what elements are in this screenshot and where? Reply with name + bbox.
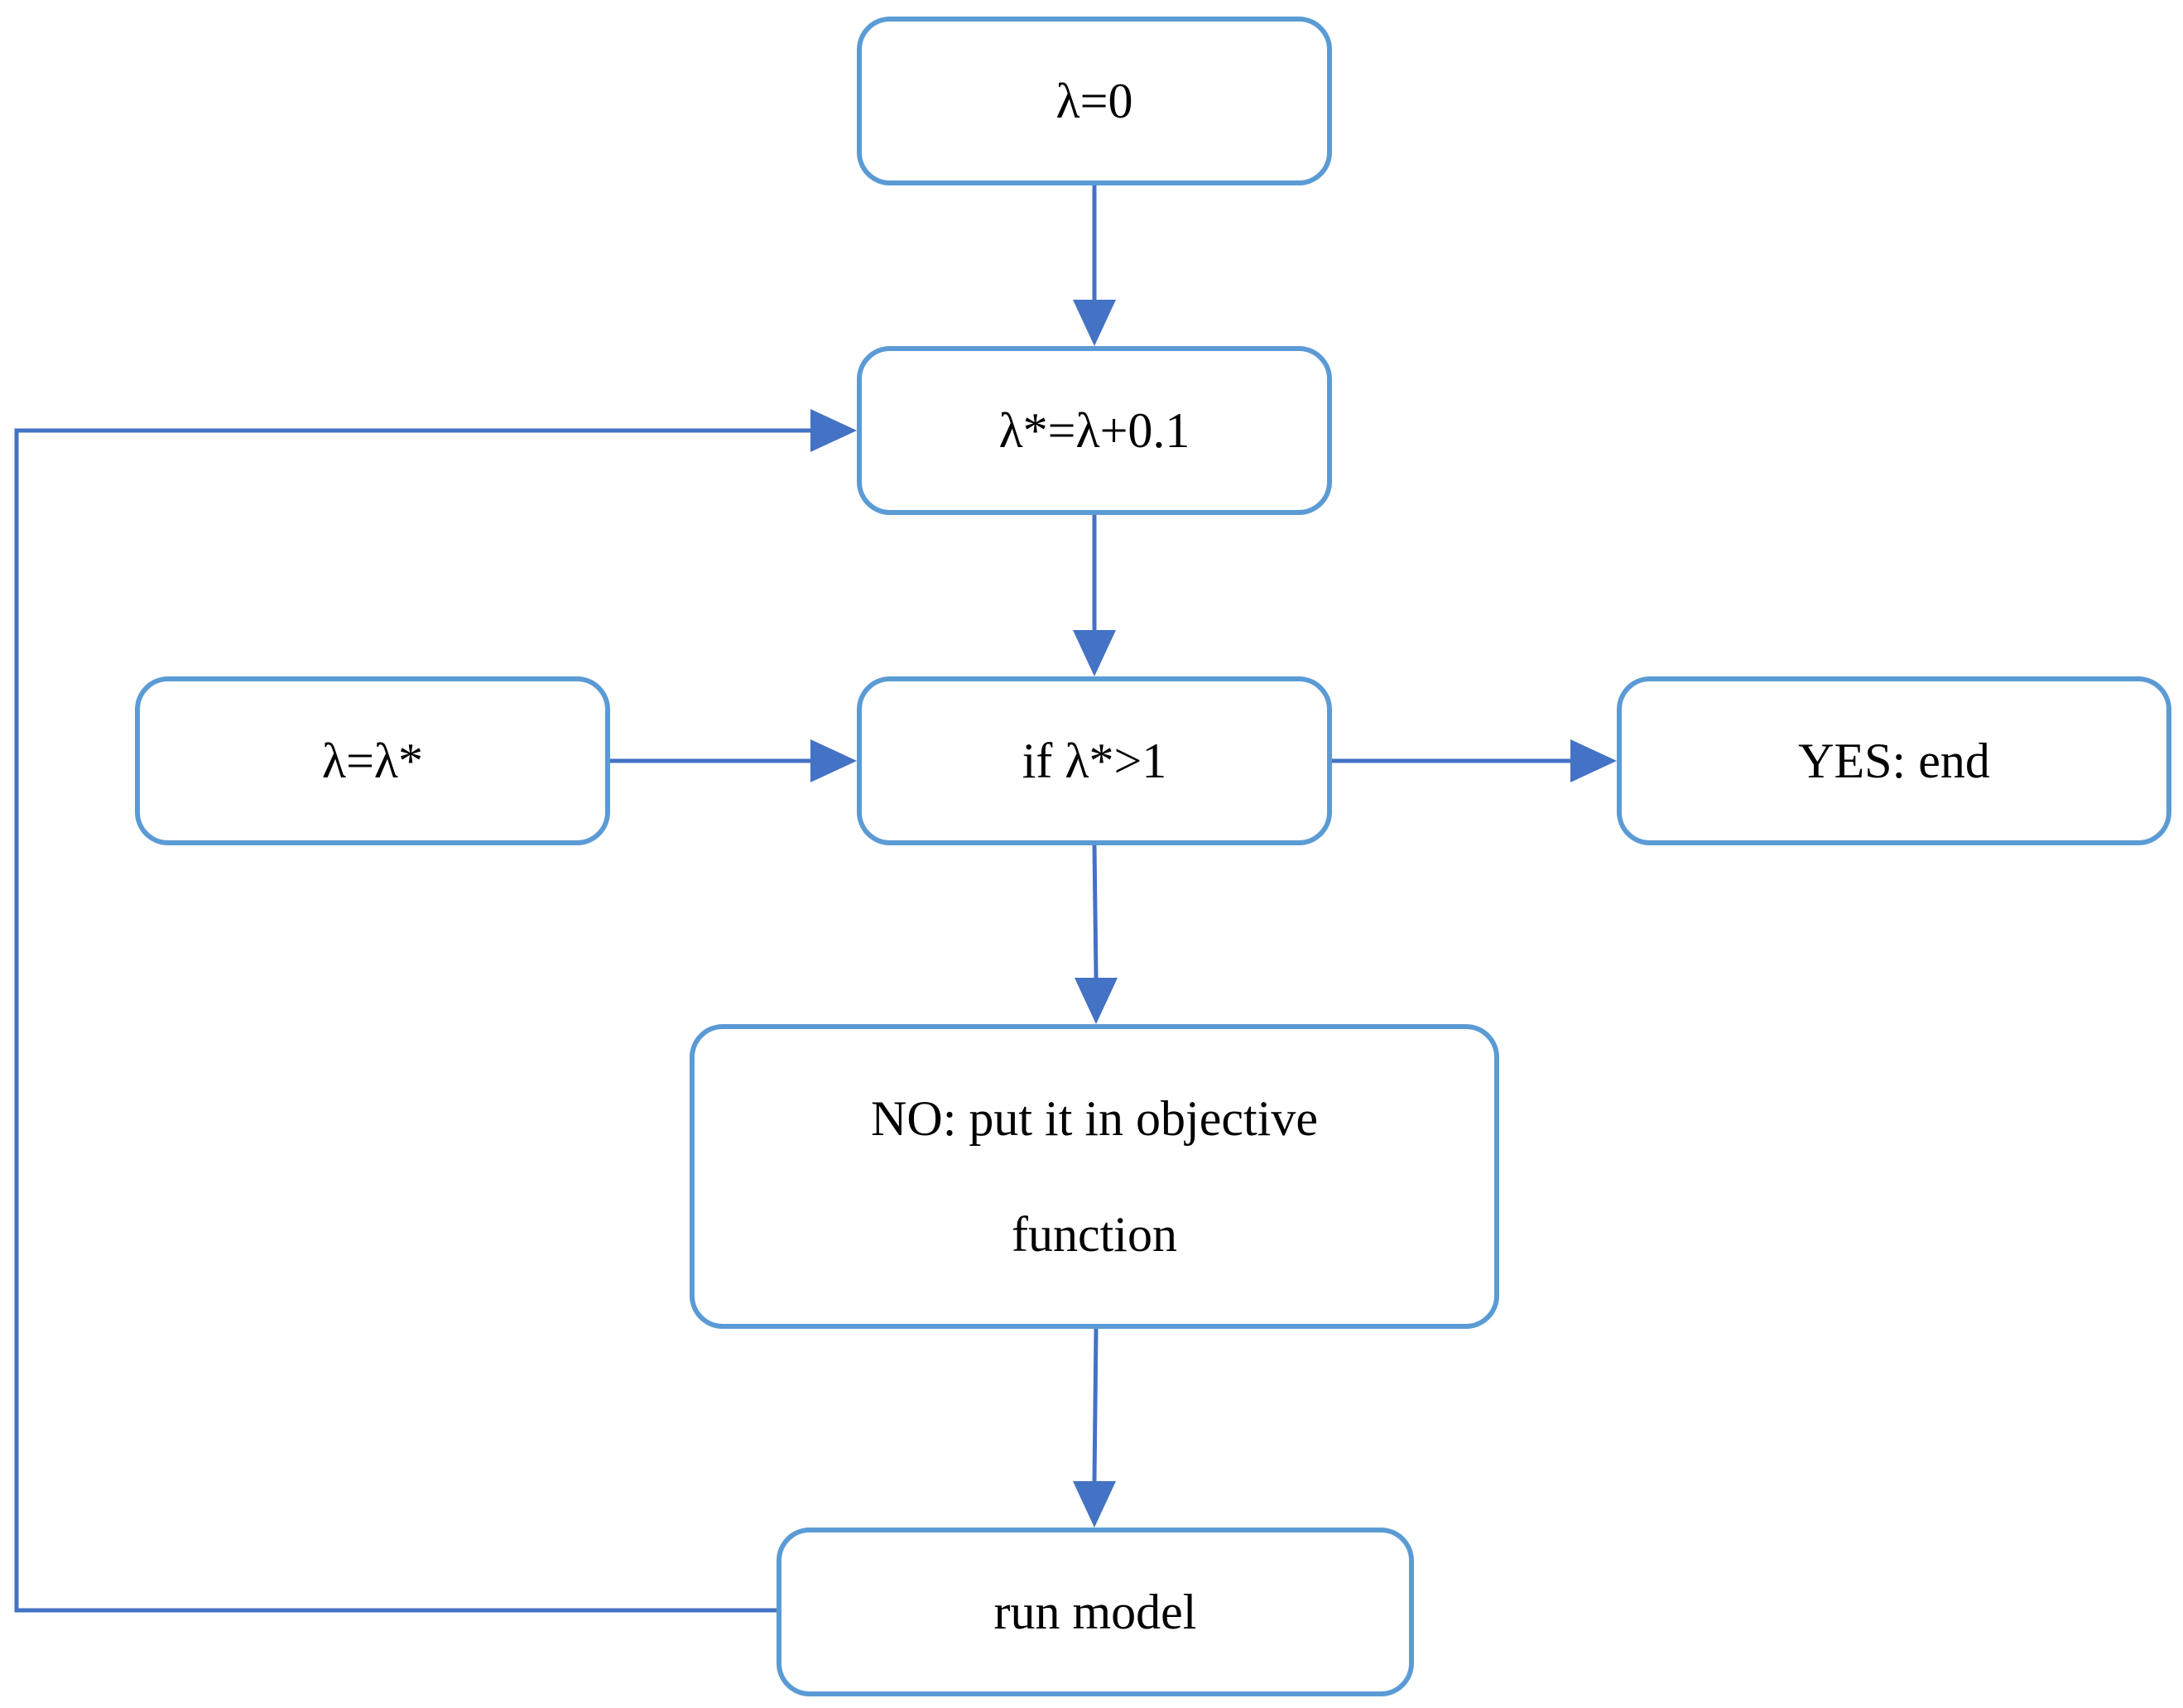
node-no-objective-line2: function <box>1012 1207 1177 1262</box>
node-lambda-assign: λ=λ* <box>135 676 610 845</box>
node-lambda-init: λ=0 <box>857 17 1332 185</box>
node-lambda-increment: λ*=λ+0.1 <box>857 346 1332 515</box>
node-no-objective-line1: NO: put it in objective <box>871 1091 1318 1146</box>
arrowhead-no-top <box>1075 978 1118 1024</box>
node-run-model: run model <box>777 1528 1414 1696</box>
arrowhead-check-top <box>1073 630 1116 676</box>
node-lambda-increment-label: λ*=λ+0.1 <box>998 403 1190 458</box>
arrowhead-end-left <box>1570 739 1617 782</box>
edge-check-to-no <box>1092 844 1099 979</box>
edge-run-loop-to-increment <box>14 428 810 1613</box>
arrowhead-check-left <box>810 739 857 782</box>
node-yes-end-label: YES: end <box>1798 734 1990 788</box>
node-condition-check: if λ*>1 <box>857 676 1332 845</box>
node-run-model-label: run model <box>993 1585 1197 1639</box>
node-lambda-init-label: λ=0 <box>1055 74 1133 128</box>
node-no-objective: NO: put it in objective function <box>690 1024 1499 1329</box>
node-lambda-assign-label: λ=λ* <box>321 734 424 788</box>
arrowhead-increment-left <box>810 409 857 452</box>
node-yes-end: YES: end <box>1617 676 2171 845</box>
edge-no-to-run <box>1092 1328 1099 1482</box>
arrowhead-increment-top <box>1073 300 1116 346</box>
node-condition-check-label: if λ*>1 <box>1022 734 1167 788</box>
arrowhead-run-top <box>1073 1481 1116 1528</box>
